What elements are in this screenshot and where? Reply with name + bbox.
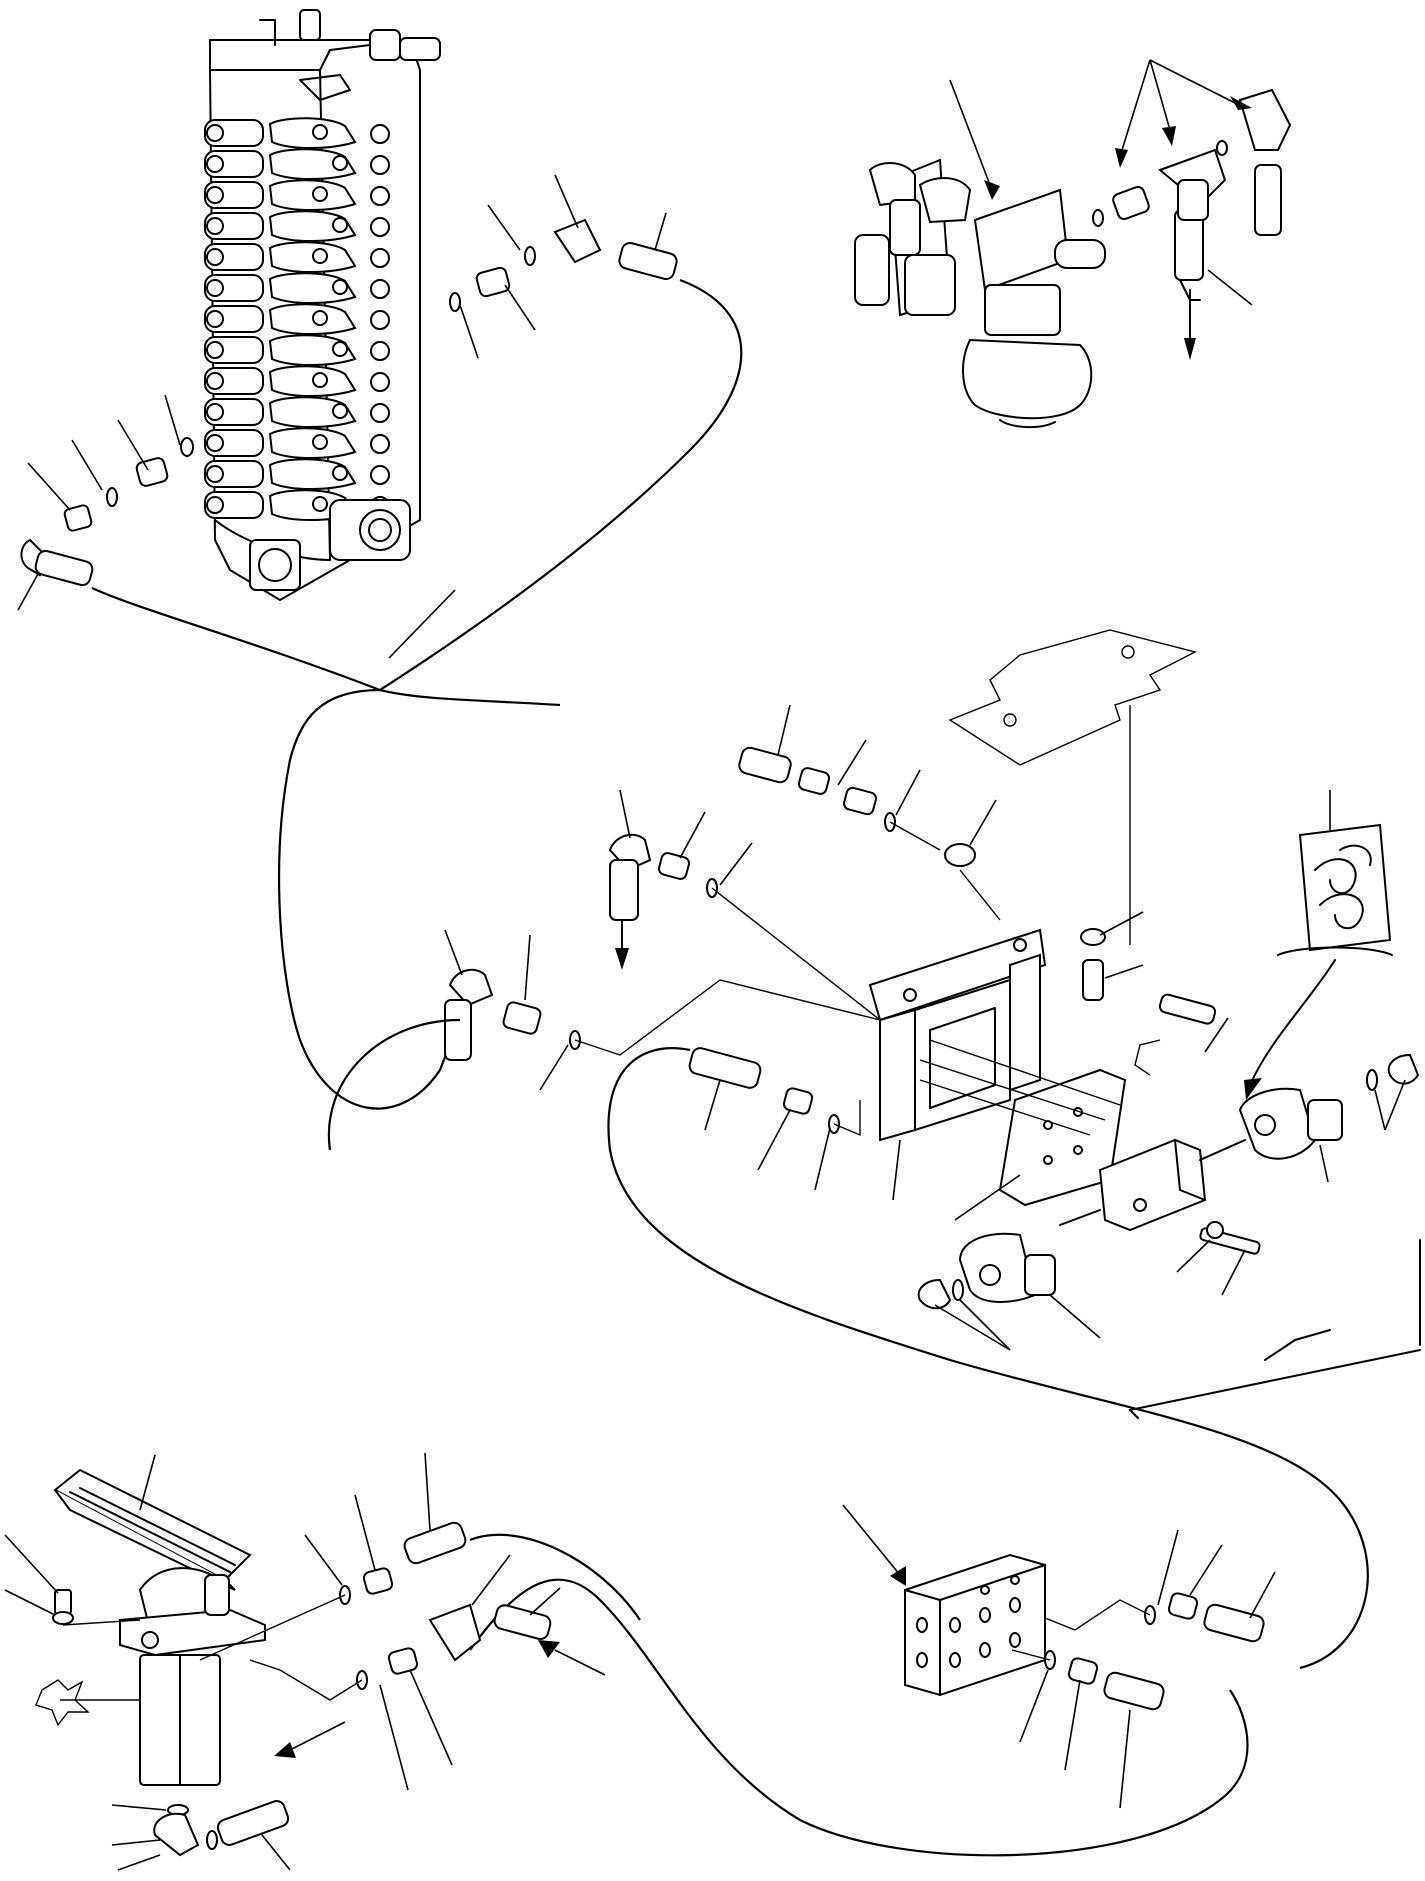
- valve-section-plug: [370, 279, 390, 299]
- valve-section-plug: [370, 434, 390, 454]
- valve-section-plug: [370, 465, 390, 485]
- accumulator-assembly: [854, 88, 1292, 428]
- junction-leaders: [842, 1504, 1276, 1809]
- valve-port: [206, 372, 224, 390]
- valve-port: [206, 403, 224, 421]
- valve-section-plug: [370, 341, 390, 361]
- valve-section-port: [332, 279, 348, 295]
- valve-section-port: [332, 403, 348, 419]
- valve-port: [206, 496, 224, 514]
- valve-section-body: [268, 272, 357, 304]
- parts-bag: [1244, 823, 1393, 1100]
- control-valve-stack: [204, 9, 441, 602]
- valve-port: [206, 155, 224, 173]
- valve-section-plug: [370, 155, 390, 175]
- foot-pedal-valve: [35, 1468, 290, 1857]
- mounting-bracket: [868, 928, 1047, 1142]
- valve-port: [206, 310, 224, 328]
- valve-section-port: [312, 248, 328, 264]
- valve-section-body: [268, 396, 357, 428]
- valve-section-port: [312, 124, 328, 140]
- valve-section-port: [332, 341, 348, 357]
- valve-port: [206, 465, 224, 483]
- valve-section-plug: [370, 217, 390, 237]
- valve-section-body: [268, 458, 357, 490]
- valve-section-plug: [370, 372, 390, 392]
- valve-section-body: [268, 148, 357, 180]
- valve-section-plug: [370, 186, 390, 206]
- hose-loops: [327, 1018, 1369, 1857]
- middle-leaders: [444, 704, 1406, 1351]
- middle-routing: [574, 821, 1161, 1137]
- valve-section-plug: [370, 403, 390, 423]
- reference-plate: [948, 629, 1197, 945]
- valve-port: [206, 248, 224, 266]
- valve-section-plug: [370, 248, 390, 268]
- valve-section-plug: [370, 310, 390, 330]
- solenoid-group-brace: [1129, 1239, 1421, 1419]
- valve-section-port: [312, 186, 328, 202]
- valve-section-port: [312, 496, 328, 512]
- valve-section-body: [268, 334, 357, 366]
- valve-section-plug: [370, 124, 390, 144]
- valve-section-port: [312, 434, 328, 450]
- valve-section-port: [332, 217, 348, 233]
- middle-fittings: [444, 746, 976, 1134]
- pedal-leaders: [4, 1452, 606, 1871]
- valve-section-body: [268, 210, 357, 242]
- solenoid-valve-assembly: [917, 928, 1420, 1310]
- valve-port: [206, 217, 224, 235]
- valve-port: [206, 434, 224, 452]
- valve-port: [206, 341, 224, 359]
- stack-right-fittings: [278, 218, 743, 1110]
- accumulator-leaders: [949, 59, 1253, 306]
- valve-section-port: [312, 372, 328, 388]
- valve-port: [206, 279, 224, 297]
- valve-section-port: [332, 465, 348, 481]
- valve-port: [206, 186, 224, 204]
- valve-section-port: [312, 310, 328, 326]
- junction-block: [904, 1553, 1046, 1697]
- valve-port: [206, 124, 224, 142]
- valve-sections: [204, 117, 390, 521]
- valve-section-port: [332, 155, 348, 171]
- stack-left-fittings: [20, 437, 561, 707]
- pedal-fittings: [199, 1521, 641, 1701]
- stack-leaders: [17, 174, 667, 659]
- junction-fittings: [1011, 1592, 1265, 1711]
